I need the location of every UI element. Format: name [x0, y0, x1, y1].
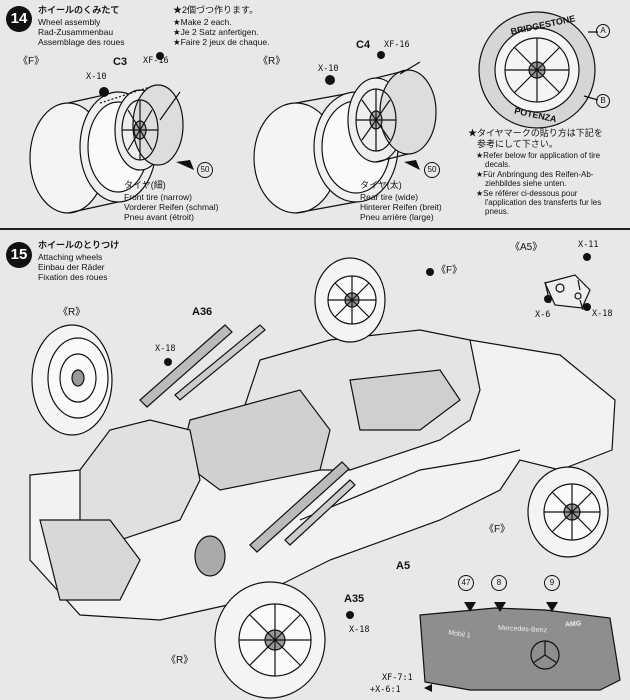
rear-wheel-part-label: C4: [356, 39, 371, 51]
a5-paint-x11: X-11: [578, 240, 599, 250]
front-wheel-part-label: C3: [113, 56, 128, 68]
decal-b-label: B: [596, 94, 610, 108]
a5-detail-marker: 《A5》: [510, 242, 543, 253]
decal-note-de-1: ★Für Anbringung des Reifen-Ab-: [476, 170, 594, 179]
rear-marker: 《R》: [258, 56, 286, 67]
a5-paint-x18: X-18: [592, 309, 613, 319]
step-14-title-en: Wheel assembly: [38, 17, 101, 27]
step-15-badge: 15: [6, 242, 32, 268]
rear-paint-x10: X-10: [318, 64, 339, 74]
step-14-title-fr: Assemblage des roues: [38, 37, 125, 47]
narrow-tire-en: Front tire (narrow): [124, 192, 193, 202]
decal-ref-9: 9: [544, 575, 560, 591]
rear-left-wheel-illustration: [31, 324, 113, 436]
section-divider: [0, 228, 630, 230]
rear-wheel-illustration: [347, 69, 437, 163]
front-right-marker: 《F》: [484, 524, 511, 535]
decal-note-de-2: ziehbildes siehe unten.: [485, 179, 567, 188]
a5-part-label: A5: [396, 560, 411, 572]
rear-wing-illustration: [419, 607, 621, 691]
front-paint-xf16: XF-16: [143, 56, 169, 66]
decal-tire-illustration: [478, 11, 599, 129]
front-marker: 《F》: [18, 56, 45, 67]
wide-tire-fr: Pneu arrière (large): [360, 212, 434, 222]
front-paint-x10: X-10: [86, 72, 107, 82]
a5-bracket-illustration: [544, 274, 591, 309]
step-14-title-jp: ホイールのくみたて: [38, 5, 120, 15]
decal-note-fr-1: ★Se référer ci-dessous pour: [476, 189, 578, 198]
front-top-marker: 《F》: [436, 265, 463, 276]
decal-note-jp-2: 参考にして下さい。: [477, 139, 558, 149]
decal-ref-8: 8: [491, 575, 507, 591]
a35-paint-x18: X-18: [349, 625, 370, 635]
rear-bottom-wheel-illustration: [194, 535, 326, 699]
decal-ref-47: 47: [458, 575, 474, 591]
make-two-note-de: ★Je 2 Satz anfertigen.: [173, 27, 259, 37]
paint-mix-line-1: XF-7:1: [382, 673, 413, 683]
step-15-title-jp: ホイールのとりつけ: [38, 240, 120, 250]
step-15-title-fr: Fixation des roues: [38, 272, 108, 282]
decal-note-fr-2: l'application des transferts fur les: [485, 198, 602, 207]
front-wheel-illustration: [114, 84, 184, 171]
rear-left-marker: 《R》: [58, 307, 86, 318]
make-two-note-jp: ★2個づつ作ります。: [173, 5, 259, 15]
wide-tire-jp: タイヤ(太): [360, 180, 402, 190]
rear-paint-xf16: XF-16: [384, 40, 410, 50]
narrow-tire-de: Vorderer Reifen (schmal): [124, 202, 219, 212]
front-right-wheel-illustration: [527, 466, 609, 558]
wide-tire-en: Rear tire (wide): [360, 192, 419, 202]
paint-mix-line-2: +X-6:1: [370, 685, 401, 695]
a36-strut-illustration: [139, 324, 266, 408]
step-15-title-en: Attaching wheels: [38, 252, 103, 262]
narrow-tire-fr: Pneu avant (étroit): [124, 212, 194, 222]
make-two-note-fr: ★Faire 2 jeux de chaque.: [173, 37, 270, 47]
front-top-wheel-illustration: [314, 257, 386, 343]
a35-part-label: A35: [344, 593, 365, 605]
decal-note-fr-3: pneus.: [485, 207, 510, 216]
make-two-note-en: ★Make 2 each.: [173, 17, 232, 27]
step-15-title-de: Einbau der Räder: [38, 262, 105, 272]
step-14-title-de: Rad-Zusammenbau: [38, 27, 114, 37]
rear-ref-50: 50: [424, 162, 440, 178]
a5-paint-x6: X-6: [535, 310, 551, 320]
a36-part-label: A36: [192, 306, 213, 318]
wing-decal-text-3: AMG: [564, 620, 582, 629]
rear-bottom-marker: 《R》: [166, 655, 194, 666]
a36-paint-x18: X-18: [155, 344, 176, 354]
front-ref-50: 50: [197, 162, 213, 178]
narrow-tire-jp: タイヤ(細): [124, 180, 166, 190]
a5-strut-illustration: [249, 461, 356, 553]
step-14-badge: 14: [6, 6, 32, 32]
decal-a-label: A: [596, 24, 610, 38]
wide-tire-de: Hinterer Reifen (breit): [360, 202, 442, 212]
decal-note-en-2: decals.: [485, 160, 511, 169]
car-chassis-illustration: [29, 329, 616, 621]
decal-note-en-1: ★Refer below for application of tire: [476, 151, 601, 160]
decal-note-jp-1: ★タイヤマークの貼り方は下記を: [468, 128, 603, 138]
